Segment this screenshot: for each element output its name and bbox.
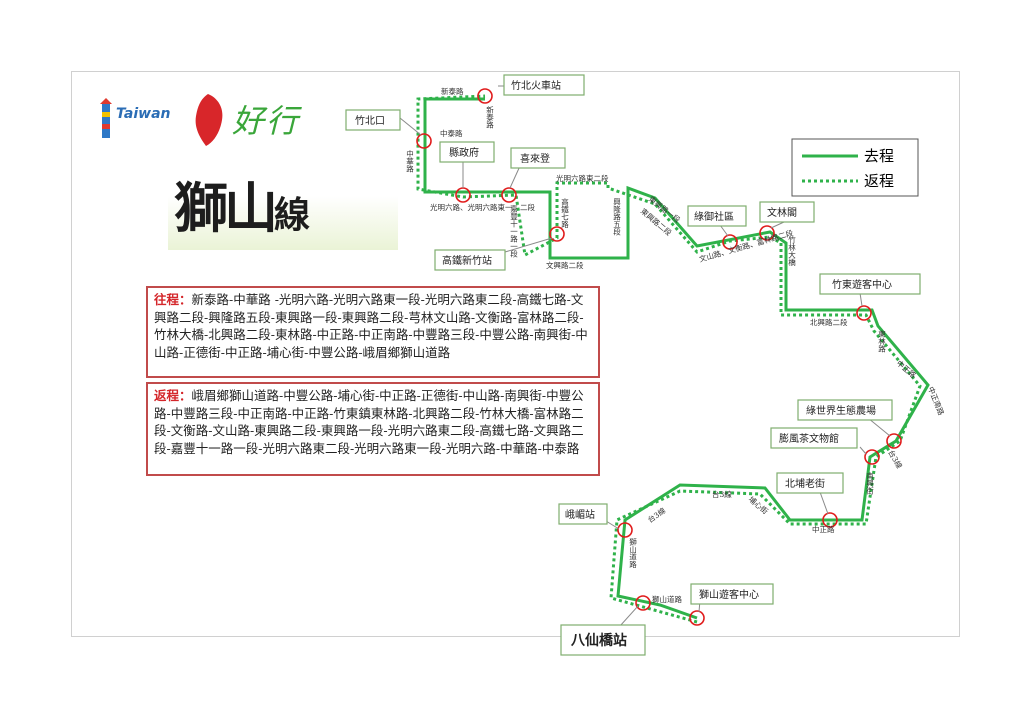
legend-outbound-label: 去程 [864,147,894,165]
callout-wenlin-ge[interactable]: 文林閣 [759,201,815,223]
outbound-text: 新泰路-中華路 -光明六路-光明六路東一段-光明六路東二段-高鐵七路-文興路二段… [154,292,588,360]
road-tai3-c: 台3線 [645,505,667,525]
callout-green-world[interactable]: 綠世界生態農場 [797,399,893,421]
taiwan-island-icon [195,94,223,146]
callout-zhubei-station[interactable]: 竹北火車站 [503,74,585,96]
stop-marker-wenlin-ge [759,225,775,241]
callout-shishan-visitor-label: 獅山遊客中心 [699,588,759,601]
stop-marker-pengfeng-tea [864,449,880,465]
stop-marker-zhubei-kou [416,133,432,149]
callout-wenlin-ge-label: 文林閣 [767,206,797,219]
callout-green-world-label: 綠世界生態農場 [806,404,876,417]
callout-shishan-visitor[interactable]: 獅山遊客中心 [690,583,774,605]
callout-county-gov-label: 縣政府 [449,146,479,159]
legend: 去程 返程 [791,138,919,197]
callout-emei-station-label: 峨嵋站 [565,508,595,521]
road-tai3-a: 台3線 [886,448,905,471]
stop-marker-baxian-bridge [635,595,651,611]
callout-hsr-hsinchu-label: 高鐵新竹站 [442,254,492,267]
road-tai3-b: 台3線 [712,489,732,499]
return-label: 返程： [154,388,192,403]
legend-box [791,138,919,197]
road-nanxing: 南興街 [865,471,874,496]
callout-zhubei-kou[interactable]: 竹北口 [345,109,401,131]
outbound-label: 往程： [154,292,192,307]
callout-xilaideng[interactable]: 喜來登 [510,147,566,169]
stop-marker-zhudong-visitor [856,305,872,321]
callout-emei-station[interactable]: 峨嵋站 [558,503,608,525]
callout-zhudong-visitor-label: 竹東遊客中心 [832,278,892,291]
stop-markers [416,88,902,626]
callout-hsr-hsinchu[interactable]: 高鐵新竹站 [434,249,506,271]
outbound-route-description: 往程：新泰路-中華路 -光明六路-光明六路東一段-光明六路東二段-高鐵七路-文興… [146,286,600,378]
stop-marker-xilaideng [501,187,517,203]
callout-baxian-bridge-label: 八仙橋站 [570,632,627,649]
callout-beipu-street[interactable]: 北埔老街 [776,472,844,494]
road-zhongtai: 中泰路 [440,128,463,138]
return-route-line [416,94,922,624]
route-title-block: 獅山線 [168,160,398,250]
callout-zhudong-visitor[interactable]: 竹東遊客中心 [819,273,921,295]
callout-xilaideng-label: 喜來登 [520,152,550,165]
callout-county-gov[interactable]: 縣政府 [439,141,495,163]
callout-zhubei-station-label: 竹北火車站 [511,79,561,92]
callout-lvyu-community-label: 綠御社區 [694,210,734,223]
road-zhulin-bridge: 竹林大橋 [787,235,796,267]
callout-zhubei-kou-label: 竹北口 [355,114,385,127]
road-xintai-vertical: 新泰路 [485,105,494,129]
callout-pengfeng-tea[interactable]: 膨風茶文物館 [770,427,858,449]
callout-lvyu-community[interactable]: 綠御社區 [687,205,747,227]
callout-beipu-street-label: 北埔老街 [785,477,825,490]
stop-marker-green-world [886,433,902,449]
road-guangming-e2: 光明六路東二段 [556,173,609,183]
stop-marker-hsr-hsinchu [549,226,565,242]
stop-marker-beipu-street [822,512,838,528]
road-jiafeng: 嘉豐十一路一段 [509,204,518,259]
stop-marker-lvyu-community [722,234,738,250]
taiwan-tourist-shuttle-logo: Taiwan 好行 [82,92,332,150]
taiwan-wordmark: Taiwan [116,106,171,122]
road-puxin: 埔心街 [747,494,771,516]
road-shishan2: 獅山道路 [652,594,682,604]
road-guangming: 光明六路、光明六路東一、二段 [430,202,535,212]
stop-marker-shishan-visitor [689,610,705,626]
haoxing-script-logo: 好行 [232,102,301,140]
legend-return-label: 返程 [864,172,894,190]
road-zhongzheng-s: 中正南路 [926,385,947,417]
stop-marker-emei-station [617,522,633,538]
road-wenxing: 文興路二段 [546,260,584,270]
road-beixing: 北興路二段 [810,317,848,327]
road-hsr7: 高鐵七路 [560,197,569,229]
road-zhongzheng2: 中正路 [812,524,835,534]
callout-baxian-bridge[interactable]: 八仙橋站 [560,624,646,656]
road-xinglong: 興隆路五段 [612,197,621,237]
stop-marker-zhubei-station [477,88,493,104]
outbound-route-line [423,97,930,620]
lighthouse-icon [100,98,112,138]
return-text: 峨眉鄉獅山道路-中豐公路-埔心街-中正路-正德街-中山路-南興街-中豐公路-中豐… [154,388,584,456]
road-zhonghua: 中華路 [405,149,414,173]
callout-pengfeng-tea-label: 膨風茶文物館 [779,432,839,445]
map-frame [71,71,960,637]
road-donglin: 東林路 [877,329,886,353]
road-xintai: 新泰路 [441,86,464,96]
return-route-description: 返程：峨眉鄉獅山道路-中豐公路-埔心街-中正路-正德街-中山路-南興街-中豐公路… [146,382,600,476]
road-shishan: 獅山道路 [628,537,637,569]
route-title: 獅山線 [174,176,310,240]
